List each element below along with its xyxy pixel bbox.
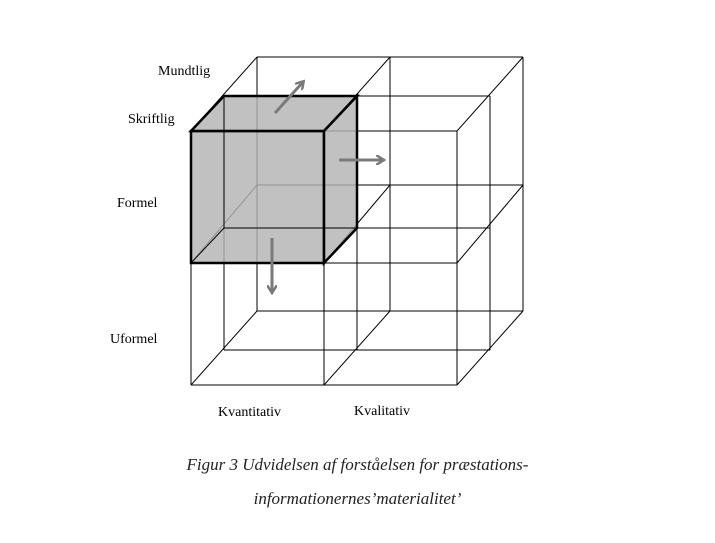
expansion-arrows (272, 82, 383, 292)
highlighted-cube (188, 92, 360, 267)
label-kvalitativ: Kvalitativ (354, 404, 410, 419)
figure-caption-line-1: Figur 3 Udvidelsen af forståelsen for pr… (186, 455, 529, 474)
arrow-depth (273, 82, 303, 115)
label-skriftlig: Skriftlig (128, 112, 175, 127)
highlighted-cube-front (189, 129, 326, 265)
label-formel: Formel (117, 196, 158, 211)
label-uformel: Uformel (110, 332, 158, 347)
label-mundtlig: Mundtlig (158, 64, 210, 79)
label-kvantitativ: Kvantitativ (218, 405, 281, 420)
figure-caption-line-2: informationernes’materialitet’ (253, 489, 462, 508)
